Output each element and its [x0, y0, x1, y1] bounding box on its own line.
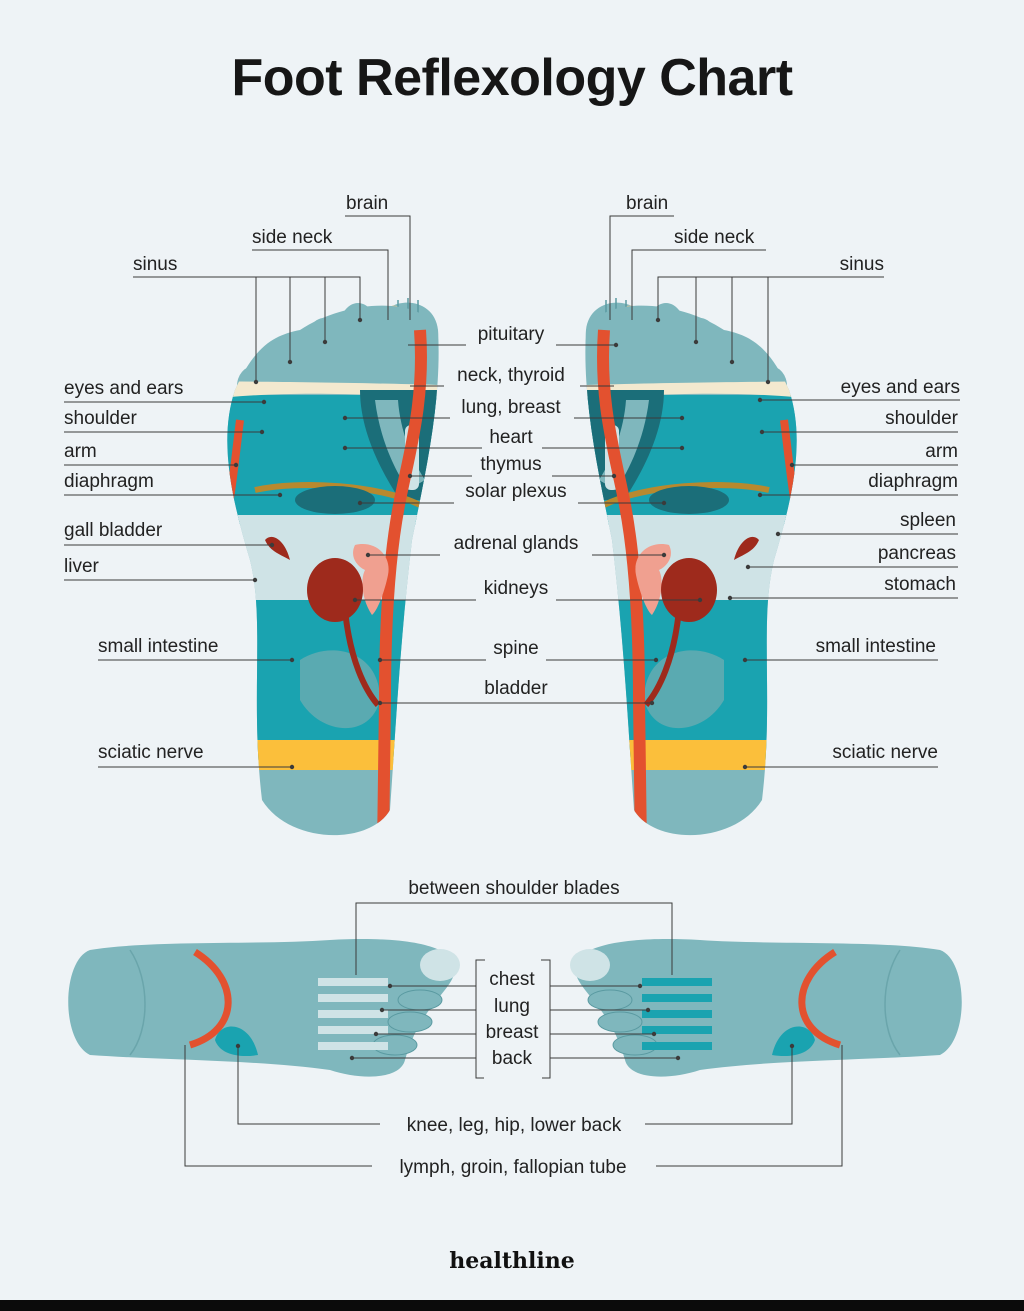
label-chest: chest: [489, 969, 535, 990]
label-adrenal-glands: adrenal glands: [454, 533, 579, 554]
label-eyes-ears-right: eyes and ears: [841, 377, 960, 398]
label-shoulder-left: shoulder: [64, 408, 138, 429]
label-side-neck-right: side neck: [674, 227, 755, 248]
label-between-shoulder-blades: between shoulder blades: [408, 878, 619, 899]
left-foot-top-illustration: [68, 939, 460, 1077]
label-brain-right: brain: [626, 193, 668, 214]
bottom-bar: [0, 1300, 1024, 1311]
label-sciatic-nerve-left: sciatic nerve: [98, 742, 204, 763]
label-small-intestine-left: small intestine: [98, 636, 218, 657]
label-bladder: bladder: [484, 678, 548, 699]
label-arm-left: arm: [64, 441, 97, 462]
label-sinus-right: sinus: [840, 254, 884, 275]
label-spine: spine: [493, 638, 538, 659]
label-liver: liver: [64, 556, 100, 577]
right-labels: brain side neck sinus eyes and ears shou…: [626, 193, 960, 763]
brand-logo: healthline: [449, 1248, 575, 1274]
label-lung: lung: [494, 996, 530, 1017]
label-arm-right: arm: [925, 441, 958, 462]
left-leader-lines: [64, 215, 411, 768]
right-leader-lines: [609, 215, 960, 768]
top-leader-lines: [184, 902, 843, 1167]
label-backdrops: [376, 322, 652, 1180]
label-diaphragm-right: diaphragm: [868, 471, 958, 492]
label-breast: breast: [486, 1022, 540, 1043]
label-lymph-groin: lymph, groin, fallopian tube: [399, 1157, 626, 1178]
label-knee-leg-hip: knee, leg, hip, lower back: [407, 1115, 622, 1136]
label-diaphragm-left: diaphragm: [64, 471, 154, 492]
label-neck-thyroid: neck, thyroid: [457, 365, 565, 386]
label-heart: heart: [489, 427, 533, 448]
left-labels: brain side neck sinus eyes and ears shou…: [64, 193, 388, 763]
label-lung-breast: lung, breast: [461, 397, 561, 418]
label-sinus-left: sinus: [133, 254, 177, 275]
leader-dots: [233, 317, 795, 1061]
label-pituitary: pituitary: [478, 324, 545, 345]
top-view-labels: between shoulder blades chest lung breas…: [399, 878, 626, 1178]
label-brain-left: brain: [346, 193, 388, 214]
page-title: Foot Reflexology Chart: [231, 49, 793, 107]
label-back: back: [492, 1048, 533, 1069]
label-side-neck-left: side neck: [252, 227, 333, 248]
label-small-intestine-right: small intestine: [816, 636, 936, 657]
label-shoulder-right: shoulder: [885, 408, 959, 429]
label-eyes-ears-left: eyes and ears: [64, 378, 183, 399]
label-pancreas: pancreas: [878, 543, 956, 564]
label-solar-plexus: solar plexus: [465, 481, 566, 502]
label-thymus: thymus: [480, 454, 541, 475]
label-sciatic-nerve-right: sciatic nerve: [832, 742, 938, 763]
label-stomach: stomach: [884, 574, 956, 595]
center-labels: pituitary neck, thyroid lung, breast hea…: [454, 324, 579, 699]
label-spleen: spleen: [900, 510, 956, 531]
label-gall-bladder: gall bladder: [64, 520, 163, 541]
right-foot-top-illustration: [570, 939, 962, 1077]
label-kidneys: kidneys: [484, 578, 548, 599]
